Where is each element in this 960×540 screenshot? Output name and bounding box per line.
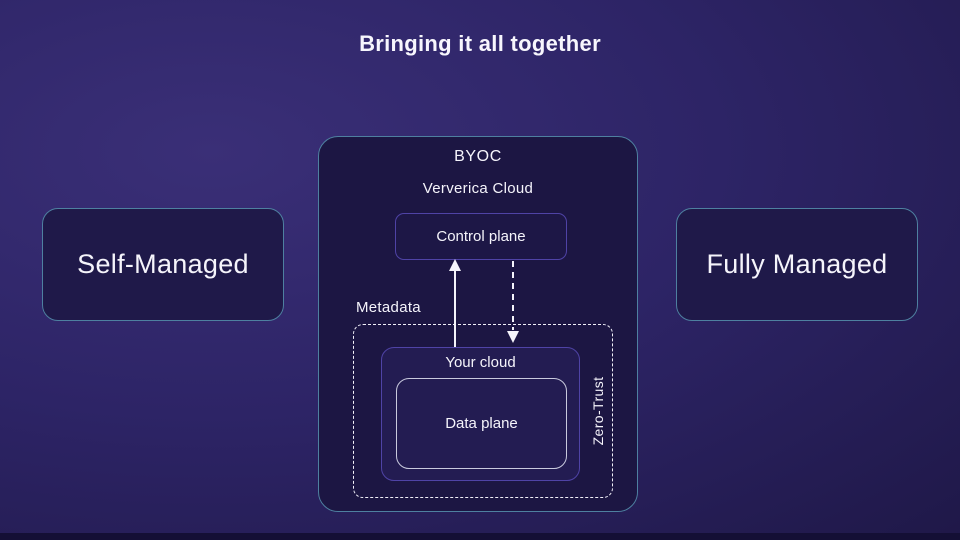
fully-managed-box: Fully Managed <box>676 208 918 321</box>
data-plane-label: Data plane <box>445 415 518 432</box>
metadata-label: Metadata <box>356 299 421 316</box>
metadata-dashed-box: Your cloud Data plane Zero-Trust <box>353 324 613 498</box>
your-cloud-box: Your cloud Data plane <box>381 347 580 481</box>
data-plane-box: Data plane <box>396 378 567 469</box>
page-title: Bringing it all together <box>359 31 601 56</box>
zero-trust-label: Zero-Trust <box>590 376 606 446</box>
ververica-cloud-label: Ververica Cloud <box>422 180 534 197</box>
bottom-letterbox-strip <box>0 533 960 540</box>
self-managed-label: Self-Managed <box>77 249 249 279</box>
byoc-title: BYOC <box>454 148 502 165</box>
your-cloud-label: Your cloud <box>445 354 516 371</box>
fully-managed-label: Fully Managed <box>706 249 888 279</box>
control-plane-box: Control plane <box>395 213 567 260</box>
control-plane-label: Control plane <box>436 228 526 245</box>
self-managed-box: Self-Managed <box>42 208 284 321</box>
byoc-container: BYOC Ververica Cloud Control plane Metad… <box>318 136 638 512</box>
